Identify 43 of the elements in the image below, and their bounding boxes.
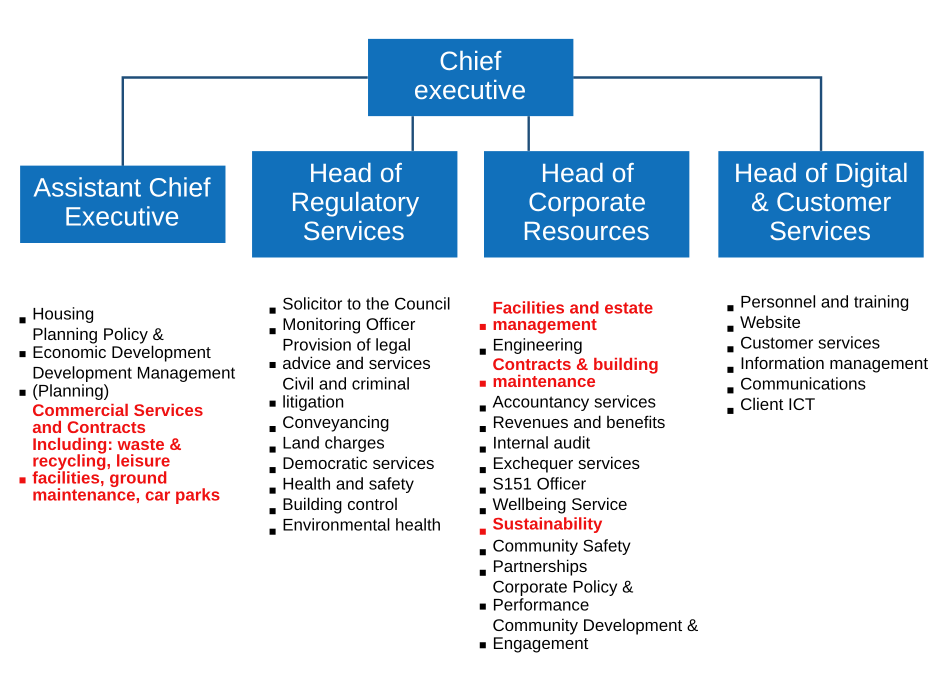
node-label: Engineering [492,335,583,354]
node-label: Revenues and benefits [492,412,666,432]
node-label: Internal audit [492,433,590,452]
node-box: Assistant Chief Executive [20,165,226,242]
node-label: Provision of legal advice and services [282,335,431,372]
node-label: Commercial Services and Contracts Including: waste & recycling, leisure facilities, ground maintenance, car parks [32,400,220,504]
node-label: Housing [32,304,94,323]
node-label: Corporate Policy & Performance [492,576,634,614]
node-label: Development Management (Planning) [32,363,236,400]
node-label: Environmental health [282,515,442,534]
node-label: Partnerships [492,556,588,576]
node-label: Personnel and training [740,292,910,311]
node-label: Land charges [282,433,385,452]
connector [412,116,414,150]
node-label: Community Safety [492,536,631,555]
node-label: S151 Officer [492,474,586,494]
node-label: Communications [740,374,866,393]
node-label: Civil and criminal litigation [282,374,410,412]
node-label: Monitoring Officer [282,314,416,334]
connector [122,76,368,166]
node-label: Accountancy services [492,392,656,412]
node-label: Exchequer services [492,454,640,473]
connector [573,76,822,150]
node-label: Facilities and estate management [492,298,654,334]
node-label: Planning Policy & Economic Development [32,324,211,362]
node-label: Customer services [740,332,880,352]
connector [527,116,530,150]
node-label: Community Development & Engagement [492,616,698,653]
node-label: Client ICT [740,394,816,414]
node-label: Democratic services [282,454,434,473]
node-label: Wellbeing Service [492,494,628,514]
node-label: Contracts & building maintenance [492,354,659,390]
node-label: Information management [740,353,928,372]
node-box: Chief executive [368,38,574,116]
node-label: Building control [282,494,398,514]
node-label: Health and safety [282,474,414,494]
node-label: Conveyancing [282,412,390,432]
node-box: Head of Digital & Customer Services [718,150,924,257]
node-box: Head of Corporate Resources [484,150,690,257]
node-box: Head of Regulatory Services [252,150,458,257]
node-label: Sustainability [492,514,602,534]
node-label: Solicitor to the Council [282,294,450,314]
node-label: Website [740,312,801,332]
